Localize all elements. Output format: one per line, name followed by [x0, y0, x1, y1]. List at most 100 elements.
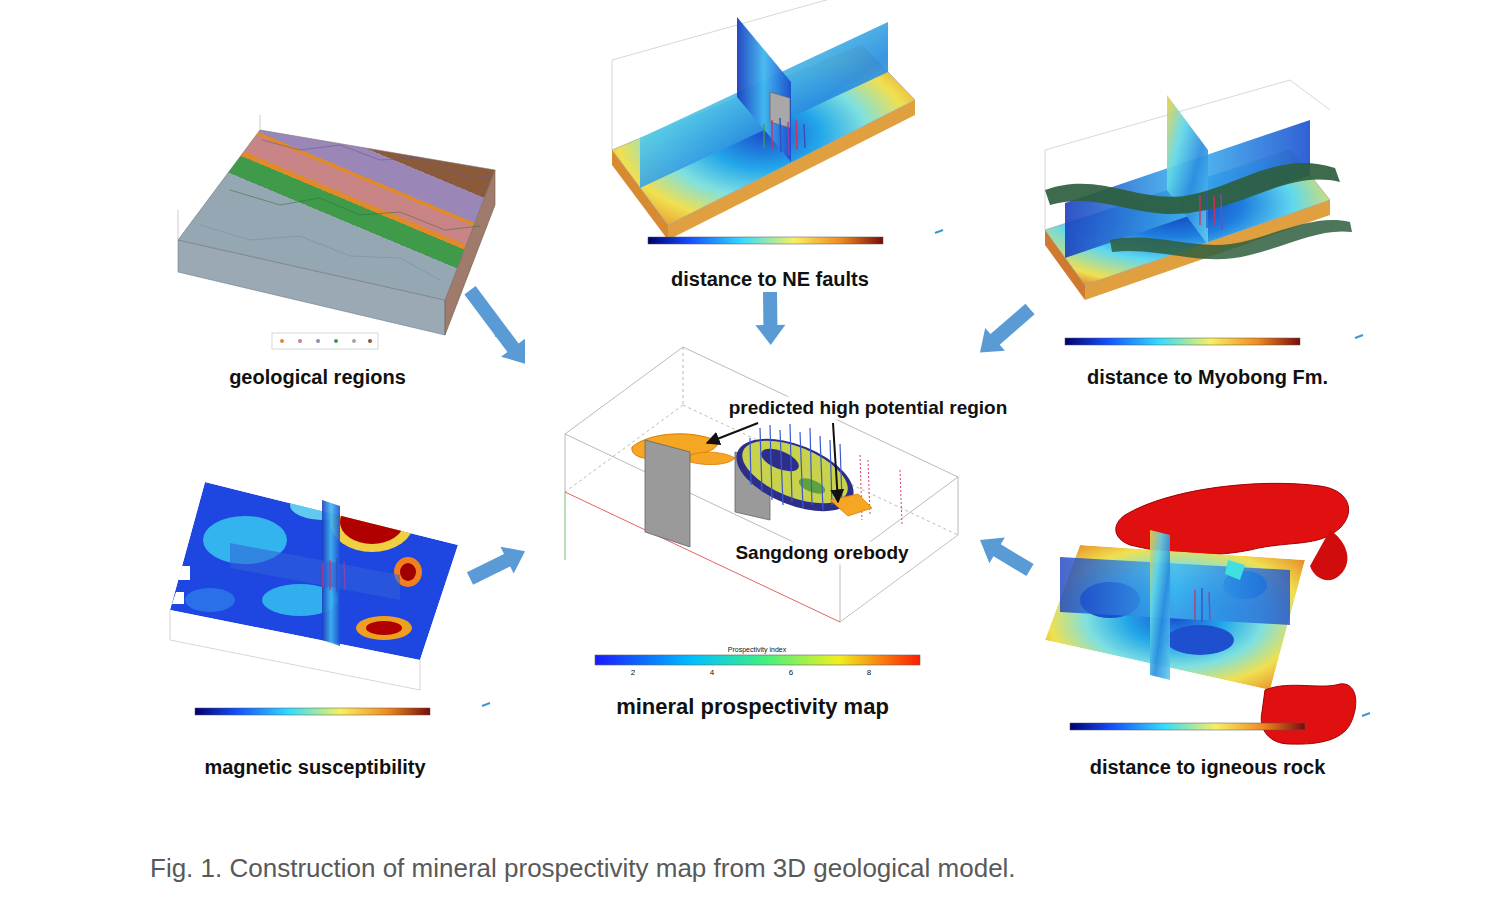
myobong-distance-block-part [1045, 163, 1340, 214]
prospectivity-model-part-part [565, 347, 958, 564]
igneous-block-part [1362, 713, 1370, 716]
myobong-distance-block-part-part [1199, 195, 1200, 225]
prospectivity-model-part [565, 492, 566, 560]
colorbar-title: Prospectivity index [728, 646, 786, 654]
myobong-distance-block-part [1110, 220, 1352, 259]
prospectivity-model-part-part [683, 405, 958, 535]
igneous-block-part-part [1209, 592, 1210, 620]
panel-label: distance to igneous rock [1090, 755, 1326, 780]
fault-distance-block-part [935, 230, 943, 233]
geology-block-part [230, 190, 480, 230]
flow-arrow [755, 292, 785, 345]
fault-distance-block-part [648, 237, 883, 244]
geology-block-part [352, 339, 356, 343]
orebody-label: Sangdong orebody [732, 542, 911, 565]
igneous-block-part [1060, 557, 1290, 625]
leader-line-part [707, 423, 758, 443]
igneous-block-part [1070, 723, 1305, 730]
prospectivity-model-part-part [683, 347, 684, 405]
igneous-block-part [1310, 530, 1347, 580]
magnetic-block-part-part [340, 500, 404, 544]
flow-arrow [980, 304, 1035, 353]
magnetic-block-part-part [366, 621, 402, 635]
geology-block [178, 115, 495, 349]
igneous-block-part-part [1045, 545, 1305, 690]
panel-label: distance to NE faults [671, 267, 869, 292]
myobong-distance-block-part-part [1206, 192, 1207, 228]
prospectivity-model-part-part [840, 444, 842, 500]
geology-block-part [316, 339, 320, 343]
geology-block-part [368, 339, 372, 343]
myobong-distance-block-part-part [1214, 196, 1215, 226]
magnetic-block-part-part [356, 616, 412, 640]
myobong-distance-block-part [1355, 335, 1363, 338]
myobong-distance-block [1045, 80, 1363, 345]
prospectivity-model-part [758, 444, 802, 476]
magnetic-block-part [178, 566, 190, 580]
igneous-block-part [1261, 684, 1356, 744]
prospectivity-model-part-part [900, 470, 902, 525]
fault-distance-block [612, 0, 943, 244]
panel-label: distance to Myobong Fm. [1087, 365, 1328, 390]
leader-line-part [833, 423, 838, 502]
figure-caption: Fig. 1. Construction of mineral prospect… [150, 853, 1016, 884]
magnetic-block-part-part [400, 563, 416, 581]
magnetic-block-part-part [330, 492, 414, 552]
prospectivity-model-part [860, 455, 902, 525]
prospectivity-model-part-part [958, 477, 959, 535]
prospectivity-model-part-part [760, 428, 762, 492]
colorbar-tick: 8 [867, 668, 871, 678]
magnetic-block-part-part [322, 564, 323, 588]
prospectivity-model-part [645, 440, 690, 547]
myobong-panel: distance to Myobong Fm. [1030, 120, 1385, 390]
myobong-distance-block-part [1167, 95, 1208, 245]
prospectivity-model-part [690, 452, 735, 464]
magnetic-block-part [482, 703, 490, 706]
colorbar-tick: 4 [710, 668, 714, 678]
magnetic-block-part-part [329, 560, 330, 590]
magnetic-block-part-part [170, 482, 458, 660]
myobong-distance-block-part [1200, 192, 1222, 230]
flow-arrow [464, 286, 525, 364]
prospectivity-model-part-part [810, 428, 812, 505]
igneous-block-part [1195, 588, 1210, 622]
magnetic-block-part [230, 543, 400, 600]
igneous-block-part-part [1201, 588, 1202, 622]
fault-panel: distance to NE faults [605, 15, 935, 292]
magnetic-panel: magnetic susceptibility [160, 470, 470, 780]
prospectivity-model-part-part [800, 432, 803, 508]
geology-block-part [200, 225, 440, 280]
flow-arrow [467, 547, 525, 585]
igneous-block-part [1150, 530, 1170, 680]
prospectivity-model [565, 347, 958, 665]
magnetic-block-part-part [344, 562, 345, 590]
prospectivity-model-part-part [830, 440, 832, 505]
panel-label: geological regions [229, 365, 406, 390]
prospectivity-model-part-part [790, 424, 792, 502]
igneous-panel: distance to igneous rock [1030, 480, 1385, 780]
geology-block-part [262, 140, 490, 178]
igneous-block [1045, 483, 1370, 744]
prospectivity-model-part-part [750, 438, 751, 485]
magnetic-block [170, 482, 490, 715]
geology-block-part [272, 333, 378, 349]
prospectivity-model-part-part [770, 425, 772, 500]
fault-distance-block-part [764, 118, 805, 155]
prospectivity-model-part [595, 655, 920, 665]
igneous-block-part-part [1166, 625, 1234, 655]
myobong-distance-block-part-part [1221, 194, 1222, 230]
flow-arrow [980, 537, 1034, 576]
leader-line [707, 423, 838, 502]
geology-block-part [334, 339, 338, 343]
fault-distance-block-part [737, 17, 791, 162]
fault-distance-block-part-part [796, 120, 797, 150]
panel-label: mineral prospectivity map [616, 693, 889, 721]
prospectivity-model-part-part [820, 436, 823, 510]
igneous-block-part [1225, 560, 1245, 580]
prospectivity-model-part [565, 347, 958, 622]
magnetic-block-part-part [336, 558, 337, 592]
fault-distance-block-part-part [788, 122, 789, 155]
geology-block-part [178, 130, 495, 300]
magnetic-block-part [172, 592, 184, 604]
geology-block-part [260, 115, 261, 130]
